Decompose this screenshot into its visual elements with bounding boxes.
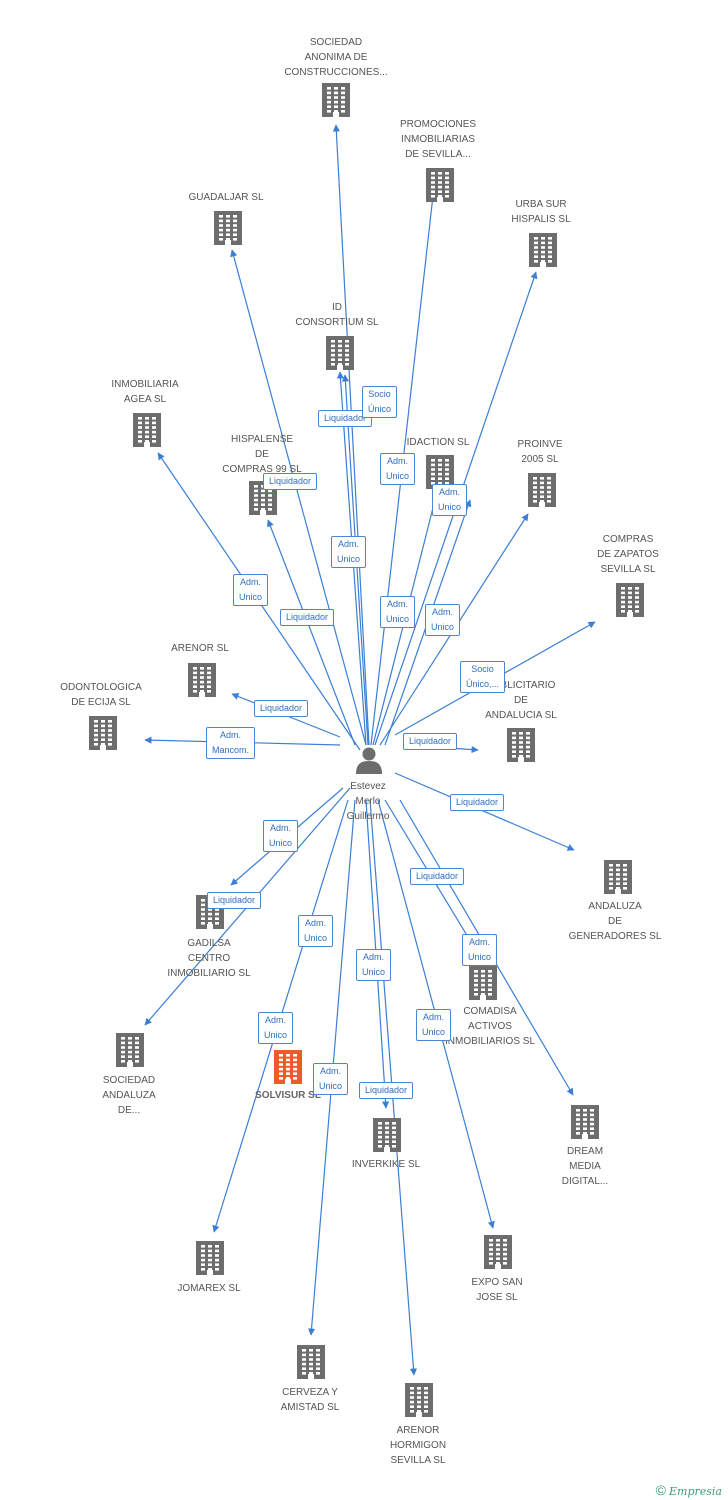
relation-badge-2: Socio Único: [362, 386, 398, 418]
relation-badge-13: Adm. Mancom.: [206, 727, 256, 759]
company-label-c15[interactable]: GADILSA CENTRO INMOBILIARIO SL: [167, 938, 251, 979]
brand-name: Empresia: [669, 1485, 722, 1498]
relation-edge-1: [332, 124, 370, 746]
relation-badge-22: Adm. Unico: [258, 1012, 294, 1044]
copyright-icon: ©: [655, 1482, 666, 1498]
building-icon-c16[interactable]: [469, 966, 497, 1000]
building-icon-c11[interactable]: [188, 663, 216, 697]
relation-badge-15: Liquidador: [450, 794, 505, 811]
building-icon-c3[interactable]: [214, 211, 242, 245]
company-label-c18[interactable]: SOLVISUR SL: [255, 1090, 321, 1101]
relation-badge-24: Adm. Unico: [313, 1063, 349, 1095]
company-label-c13[interactable]: PUBLICITARIO DE ANDALUCIA SL: [485, 680, 557, 721]
building-icon-c23[interactable]: [297, 1345, 325, 1379]
company-label-c8[interactable]: IDACTION SL: [406, 437, 470, 448]
person-name[interactable]: Estevez Merlo Guillermo: [346, 781, 390, 822]
company-label-c20[interactable]: INVERKIKE SL: [351, 1159, 421, 1170]
company-label-c24[interactable]: ARENOR HORMIGON SEVILLA SL: [389, 1425, 447, 1466]
company-label-c19[interactable]: DREAM MEDIA DIGITAL...: [561, 1146, 609, 1187]
relation-badge-23: Adm. Unico: [416, 1009, 452, 1041]
relation-badge-16: Liquidador: [207, 892, 262, 909]
building-icon-c21[interactable]: [196, 1241, 224, 1275]
brand-logo[interactable]: © Empresia: [656, 1482, 722, 1498]
building-icon-c1[interactable]: [322, 83, 350, 117]
company-label-c3[interactable]: GUADALJAR SL: [188, 192, 264, 203]
company-label-c16[interactable]: COMADISA ACTIVOS INMOBILIARIOS SL: [444, 1006, 536, 1047]
relation-badge-4: Liquidador: [263, 473, 318, 490]
building-icon-c24[interactable]: [405, 1383, 433, 1417]
relation-badge-18: Liquidador: [410, 868, 465, 885]
company-label-c9[interactable]: PROINVE 2005 SL: [517, 439, 563, 465]
company-label-c10[interactable]: COMPRAS DE ZAPATOS SEVILLA SL: [597, 534, 659, 575]
company-label-c1[interactable]: SOCIEDAD ANONIMA DE CONSTRUCCIONES...: [284, 37, 388, 78]
building-icon-c5[interactable]: [326, 336, 354, 370]
company-label-c14[interactable]: ANDALUZA DE GENERADORES SL: [568, 901, 662, 942]
relation-badge-12: Liquidador: [254, 700, 309, 717]
company-label-c23[interactable]: CERVEZA Y AMISTAD SL: [280, 1387, 340, 1413]
relation-badge-19: Adm. Unico: [462, 934, 498, 966]
building-icon-c18[interactable]: [274, 1050, 302, 1084]
company-label-c11[interactable]: ARENOR SL: [171, 643, 229, 654]
relation-badge-5: Adm. Unico: [331, 536, 367, 568]
relation-badge-3: Adm. Unico: [380, 453, 416, 485]
relation-edge-3: [230, 249, 367, 746]
company-label-c12[interactable]: ODONTOLOGICA DE ECIJA SL: [60, 682, 142, 708]
relation-badge-8: Adm. Unico: [380, 596, 416, 628]
building-icon-c10[interactable]: [616, 583, 644, 617]
building-icon-c6[interactable]: [133, 413, 161, 447]
relation-edge-16: [394, 772, 575, 851]
building-icon-c22[interactable]: [484, 1235, 512, 1269]
relation-badge-7: Adm. Unico: [233, 574, 269, 606]
building-icon-c4[interactable]: [529, 233, 557, 267]
building-icon-c17[interactable]: [116, 1033, 144, 1067]
building-icon-c9[interactable]: [528, 473, 556, 507]
building-icon-c2[interactable]: [426, 168, 454, 202]
relation-badge-14: Liquidador: [403, 733, 458, 750]
company-label-c5[interactable]: ID CONSORTIUM SL: [295, 302, 379, 328]
relation-badge-11: Socio Único,...: [460, 661, 506, 693]
relation-badge-25: Liquidador: [359, 1082, 414, 1099]
building-icon-c19[interactable]: [571, 1105, 599, 1139]
company-label-c2[interactable]: PROMOCIONES INMOBILIARIAS DE SEVILLA...: [399, 119, 477, 160]
relation-badge-9: Liquidador: [280, 609, 335, 626]
company-label-c4[interactable]: URBA SUR HISPALIS SL: [511, 199, 571, 225]
relation-badge-20: Adm. Unico: [298, 915, 334, 947]
building-icon-c14[interactable]: [604, 860, 632, 894]
relation-badge-10: Adm. Unico: [425, 604, 461, 636]
building-icon-c12[interactable]: [89, 716, 117, 750]
company-label-c6[interactable]: INMOBILIARIA AGEA SL: [111, 379, 179, 405]
company-label-c21[interactable]: JOMAREX SL: [177, 1283, 241, 1294]
relation-badge-17: Adm. Unico: [263, 820, 299, 852]
relation-badge-21: Adm. Unico: [356, 949, 392, 981]
building-icon-c8[interactable]: [426, 455, 454, 489]
company-label-c22[interactable]: EXPO SAN JOSE SL: [471, 1277, 523, 1303]
relation-badge-1: Liquidador: [318, 410, 373, 427]
person-icon[interactable]: [356, 747, 382, 775]
building-icon-c13[interactable]: [507, 728, 535, 762]
building-icon-c20[interactable]: [373, 1118, 401, 1152]
relation-edge-8: [266, 519, 356, 746]
company-label-c7[interactable]: HISPALENSE DE COMPRAS 99 SL: [222, 434, 302, 475]
relation-badge-6: Adm. Unico: [432, 484, 468, 516]
company-label-c17[interactable]: SOCIEDAD ANDALUZA DE...: [102, 1075, 156, 1116]
